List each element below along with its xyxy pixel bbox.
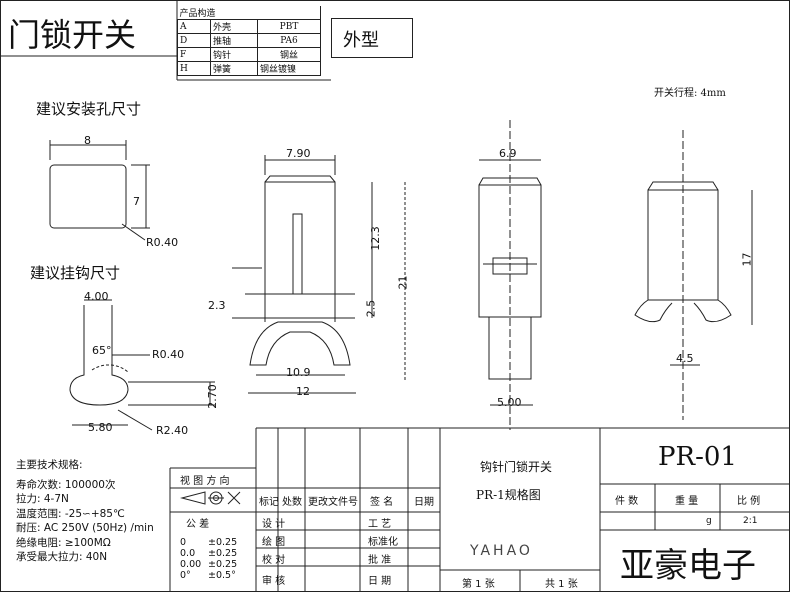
scale-label: 比 例 [737,496,761,507]
hook-r1: R0.40 [152,348,185,361]
hole-radius-label: R0.40 [146,236,179,249]
rev-header-count: 处数 [282,497,302,508]
hook-r2: R2.40 [156,424,189,437]
front-width-2: 12 [296,385,310,398]
drawing-title: 门锁开关 [8,16,137,54]
spec-line: 温度范围: -25∽+85℃ [16,507,125,520]
hook-heading: 建议挂钩尺寸 [30,264,121,282]
install-hole-heading: 建议安装孔尺寸 [36,100,142,118]
specs-heading: 主要技术规格: [16,459,83,471]
title-block-grid [169,427,790,592]
sheet-total: 共 1 张 [545,579,578,590]
front-small: 2.3 [208,299,226,312]
hole-width-label: 8 [84,134,91,147]
rev-header-mark: 标记 [259,497,279,508]
tolerance-label: 公 差 [186,519,210,530]
role-review: 审 核 [262,576,286,587]
tolerance-values: 0±0.25 0.0±0.25 0.00±0.25 0°±0.5° [180,537,238,581]
spec-line: 耐压: AC 250V (50Hz) /min [16,522,154,534]
weight-unit: g [706,516,712,526]
side-bottom-width: 5.00 [497,396,522,409]
front-top-width: 7.90 [286,147,311,160]
role-date: 日 期 [368,576,392,587]
view-label: 外型 [343,30,379,51]
front-width-1: 10.9 [286,366,311,379]
scale-value: 2:1 [743,516,758,526]
role-standard: 标准化 [368,537,398,548]
role-draw: 绘 图 [262,537,286,548]
side-view-shape [478,120,542,430]
front-view-shape [232,155,406,394]
role-design: 设 计 [262,519,286,530]
spec-line: 承受最大拉力: 40N [16,551,108,563]
rev-header-date: 日期 [414,497,434,508]
product-name: 钩针门锁开关 [480,460,553,474]
role-process: 工 艺 [368,519,392,530]
specs-block: 主要技术规格: 寿命次数: 100000次 拉力: 4-7N 温度范围: -25… [16,458,154,565]
projection-symbol-icon [180,491,241,505]
sheet-number: 第 1 张 [462,579,495,590]
right-view-shape [634,130,753,420]
spec-line: 绝缘电阻: ≥100MΩ [16,536,111,549]
hook-shape [69,299,215,431]
qty-label: 件 数 [615,496,639,507]
weight-label: 重 量 [675,496,699,507]
company-logo: YAHAO [470,543,533,559]
side-top-width: 6.9 [499,147,517,160]
spec-line: 拉力: 4-7N [16,493,69,505]
drawing-name: PR-1规格图 [476,488,541,502]
model-number: PR-01 [658,442,737,472]
spec-line: 寿命次数: 100000次 [16,478,116,491]
stroke-note: 开关行程: 4mm [654,88,726,99]
install-hole-shape [49,140,150,241]
view-direction-label: 视 图 方 向 [180,476,230,487]
company-name: 亚豪电子 [620,546,756,586]
hole-height-label: 7 [133,195,140,208]
hook-angle: 65° [92,344,112,357]
rev-header-doc: 更改文件号 [308,497,358,508]
role-check: 校 对 [262,555,286,566]
right-width: 4.5 [676,352,694,365]
role-approve: 批 准 [368,555,392,566]
rev-header-sign: 签 名 [370,497,394,508]
hook-bottom-width: 5.80 [88,421,113,434]
